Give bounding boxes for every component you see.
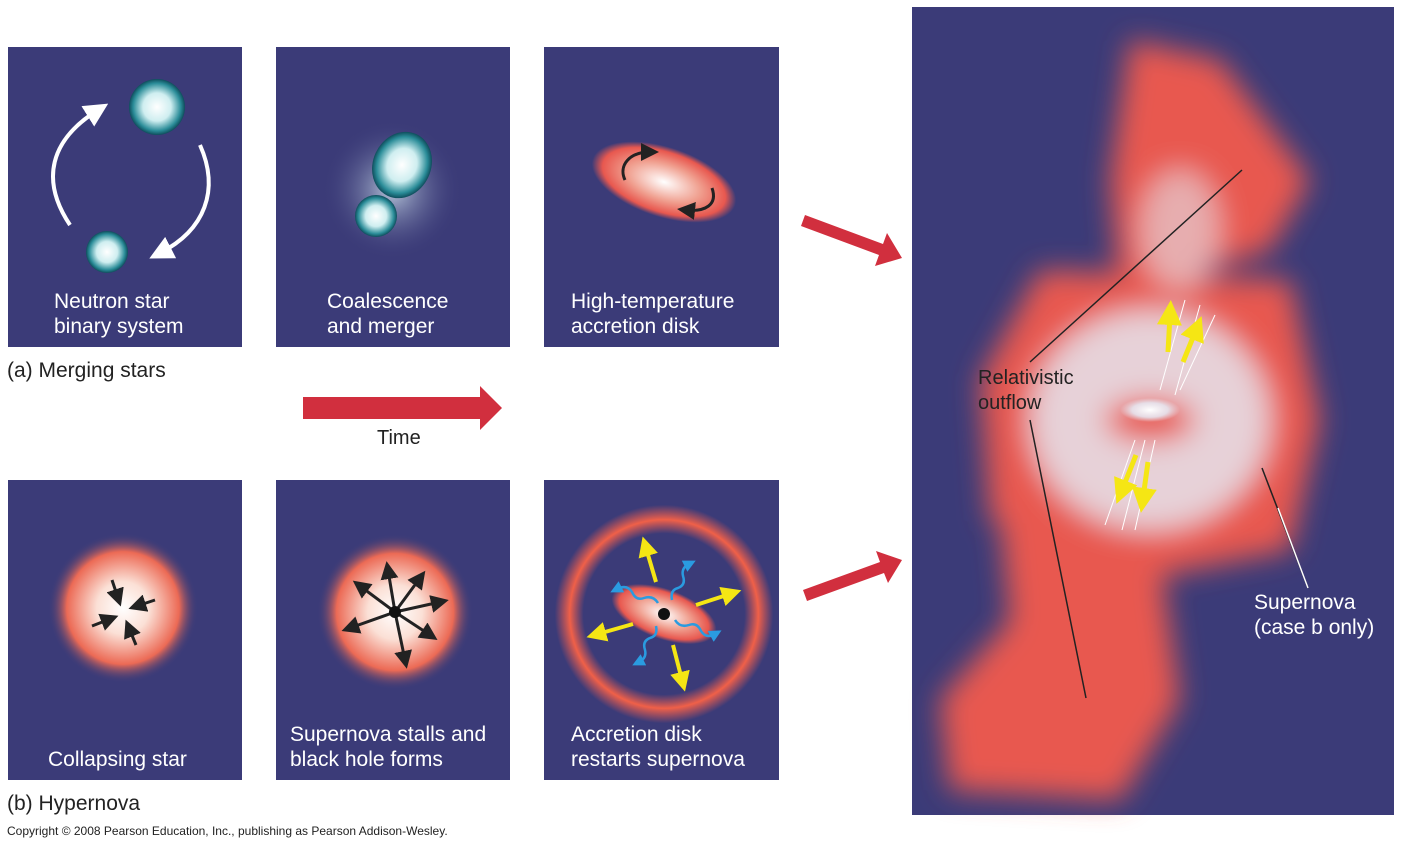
panel-label: restarts supernova [571,748,745,771]
arrow-to-result-icon [803,551,902,601]
label-relativistic-outflow: outflow [978,392,1042,414]
leader-line [1277,507,1309,589]
panel-label: Accretion disk [571,723,702,746]
bounce-arrows-icon [341,561,449,669]
black-hole-icon [658,608,670,620]
black-hole-icon [389,606,401,618]
panel-accretion-disk: High-temperature accretion disk [544,47,779,347]
time-label: Time [377,427,421,449]
panel-coalescence: Coalescence and merger [276,47,510,347]
panel-label: High-temperature [571,290,734,313]
neutron-star-icon [86,231,128,273]
panel-label: black hole forms [290,748,443,771]
leader-line [1029,419,1087,699]
jet-arrows-icon [1114,300,1204,513]
panel-disk-restarts-supernova: Accretion disk restarts supernova [544,480,779,780]
neutron-star-icon [355,195,397,237]
orbit-arrow-icon [51,103,109,227]
star-icon [48,533,198,683]
label-supernova: (case b only) [1254,616,1374,639]
arrow-to-result-icon [801,215,902,266]
caption-hypernova: (b) Hypernova [7,792,140,815]
rotation-arrow-icon [621,143,659,181]
radiation-wave-icon [610,560,722,666]
label-supernova: Supernova [1254,591,1356,614]
copyright-notice: Copyright © 2008 Pearson Education, Inc.… [7,824,448,838]
panel-label: binary system [54,315,184,338]
time-arrow-icon [303,386,502,430]
panel-black-hole-forms: Supernova stalls and black hole forms [276,480,510,780]
orbit-arrow-icon [149,144,211,259]
collapse-arrows-icon [91,579,156,646]
panel-label: accretion disk [571,315,700,338]
panel-label: Supernova stalls and [290,723,486,746]
rotation-arrow-icon [677,187,715,220]
label-relativistic-outflow: Relativistic [978,367,1074,389]
panel-collapsing-star: Collapsing star [8,480,242,780]
panel-label: Neutron star [54,290,170,313]
panel-label: Coalescence [327,290,448,313]
panel-label: Collapsing star [48,748,187,771]
explosion-cloud-icon [940,40,1320,800]
panel-label: and merger [327,315,434,338]
outflow-arrows-icon [586,536,742,692]
caption-merging-stars: (a) Merging stars [7,359,166,382]
neutron-star-icon [129,79,185,135]
leader-line [1029,169,1243,363]
neutron-star-icon [372,131,432,199]
panel-neutron-star-binary: Neutron star binary system [8,47,242,347]
panel-gamma-ray-burst: Relativistic outflow Supernova (case b o… [912,7,1394,815]
